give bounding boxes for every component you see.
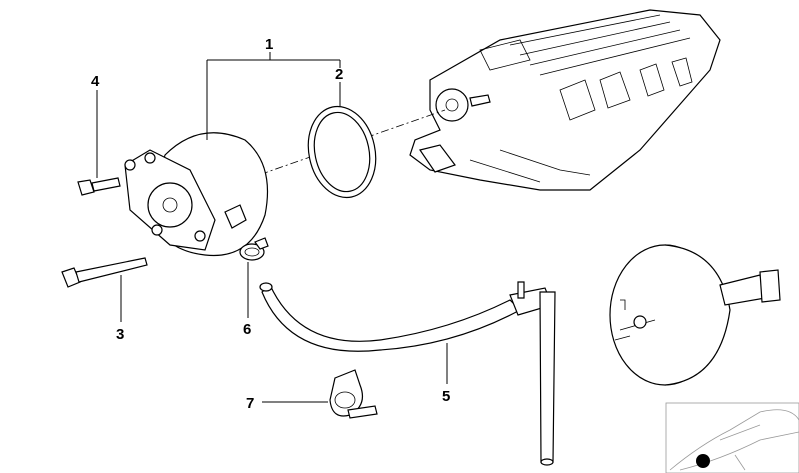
callout-6: 6 [243, 321, 251, 338]
brake-booster [609, 244, 781, 386]
vacuum-pump [124, 132, 268, 257]
callout-3: 3 [116, 326, 124, 343]
leader-lines [96, 52, 448, 403]
vacuum-hose [259, 281, 556, 466]
callout-7: 7 [246, 395, 254, 412]
callout-2: 2 [335, 66, 343, 83]
hose-holder [329, 369, 378, 419]
engine-block [409, 9, 721, 191]
callout-4: 4 [91, 73, 100, 90]
callout-1: 1 [265, 36, 273, 53]
o-ring [307, 105, 377, 199]
bolt-short [77, 177, 121, 196]
callout-5: 5 [442, 388, 450, 405]
hose-clamp [239, 237, 269, 261]
bolt-long [61, 257, 148, 288]
vehicle-location-thumbnail [665, 402, 799, 473]
